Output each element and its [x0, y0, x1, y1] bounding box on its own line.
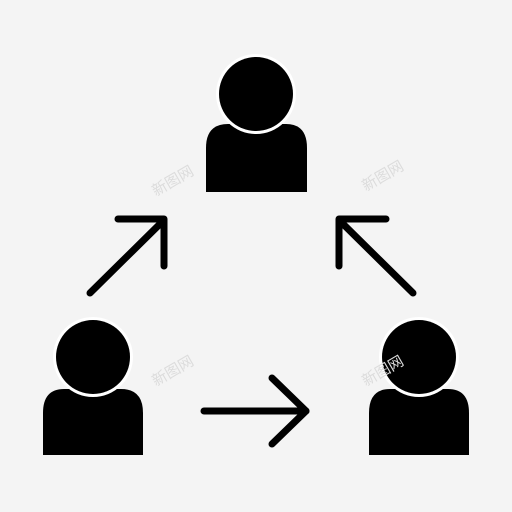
user-body-top — [206, 124, 307, 192]
user-icon-bottom-right — [369, 317, 469, 455]
user-body-bottom-left — [43, 389, 143, 455]
arrow-up-right-icon — [86, 215, 168, 297]
user-body-bottom-right — [369, 389, 469, 455]
user-head-top — [219, 57, 293, 131]
user-icon-top — [206, 54, 307, 192]
user-icon-bottom-left — [43, 317, 143, 455]
user-head-bottom-right — [382, 320, 456, 394]
arrow-up-left-icon — [335, 215, 417, 297]
user-head-bottom-left — [56, 320, 130, 394]
arrow-right-icon — [200, 374, 310, 448]
